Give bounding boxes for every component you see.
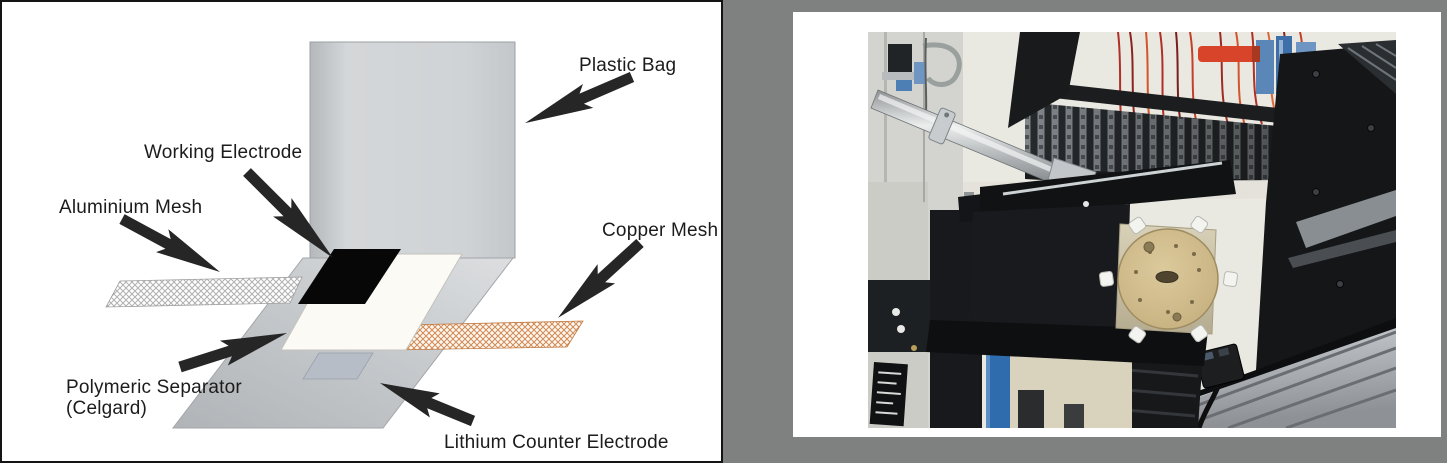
white-thumbscrews: [1098, 215, 1239, 344]
label-working-electrode: Working Electrode: [144, 142, 303, 163]
orange-part-end: [1252, 46, 1260, 62]
label-plate: [869, 362, 908, 427]
label-lithium-counter-electrode: Lithium Counter Electrode: [444, 432, 669, 453]
junction-box: [868, 280, 930, 352]
working-electrode-shape: [298, 249, 401, 304]
label-polymeric-separator: Polymeric Separator: [66, 377, 242, 398]
metal-tube: [870, 89, 1097, 230]
lithium-electrode-tab-shape: [302, 352, 374, 380]
disc-hole-bottom: [1172, 312, 1182, 322]
label-polymeric-separator-celgard: (Celgard): [66, 398, 147, 419]
copper-mesh-arrow: [557, 238, 644, 318]
fixture-top-rail: [1002, 161, 1223, 196]
lithium-counter-electrode-arrow: [379, 383, 476, 427]
interior-dark-part-2: [1064, 404, 1084, 428]
label-plastic-bag: Plastic Bag: [579, 55, 677, 76]
photo-panel: [793, 12, 1441, 437]
label-aluminium-mesh: Aluminium Mesh: [59, 197, 203, 218]
equipment-photo: [868, 32, 1396, 428]
panel-reflection: [1296, 190, 1396, 248]
black-side-panel: [1256, 40, 1396, 370]
disc-center-slot: [1155, 271, 1179, 283]
callout-arrows: [119, 71, 644, 427]
fixture-screw: [1083, 201, 1089, 207]
cable-loop: [922, 42, 962, 87]
circular-sample-holder-disc: [1117, 228, 1219, 330]
label-copper-mesh: Copper Mesh: [602, 220, 719, 241]
orange-part: [1198, 46, 1260, 62]
aluminium-mesh-shape: [105, 276, 303, 308]
schematic-drawing: [105, 41, 644, 429]
limit-switch-with-cable: [1195, 343, 1245, 428]
plastic-bag-shape: [309, 41, 516, 259]
hose-clamp: [928, 107, 956, 145]
aluminium-mesh-arrow: [119, 214, 220, 272]
disc-hole-large: [1143, 241, 1155, 253]
rack-left-bracket: [1008, 32, 1080, 128]
interior-dark-part: [1018, 390, 1044, 428]
plastic-bag-arrow: [525, 71, 635, 124]
working-electrode-arrow: [243, 168, 333, 258]
schematic-panel: Plastic Bag Working Electrode Aluminium …: [0, 0, 723, 463]
polymeric-separator-arrow: [178, 333, 288, 373]
